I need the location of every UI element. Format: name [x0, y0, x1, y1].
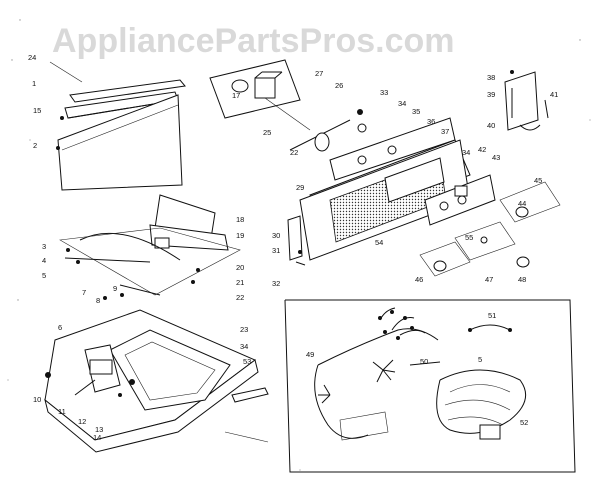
part-label: 26	[335, 81, 343, 90]
part-label: 12	[78, 417, 86, 426]
part-label: 8	[96, 296, 100, 305]
part-label: 29	[296, 183, 304, 192]
part-label: 46	[415, 275, 423, 284]
part-label: 15	[33, 106, 41, 115]
part-label: 34	[462, 148, 470, 157]
part-label: 52	[520, 418, 528, 427]
knob-groups	[419, 181, 561, 277]
part-label: 34	[240, 342, 248, 351]
part-label: 50	[420, 357, 428, 366]
part-label: 6	[58, 323, 62, 332]
part-label: 49	[306, 350, 314, 359]
part-label: 33	[380, 88, 388, 97]
part-label: 38	[487, 73, 495, 82]
part-label: 17	[232, 91, 240, 100]
watermark: AppliancePartsPros.com	[52, 22, 455, 60]
part-label: 48	[518, 275, 526, 284]
part-label: 54	[375, 238, 383, 247]
part-label: 41	[550, 90, 558, 99]
part-label: 4	[42, 256, 46, 265]
part-label: 7	[82, 288, 86, 297]
part-label: 21	[236, 278, 244, 287]
part-label: 27	[315, 69, 323, 78]
part-label: 44	[518, 199, 526, 208]
part-label: 5	[42, 271, 46, 280]
part-label: 13	[95, 425, 103, 434]
part-label: 53	[243, 357, 251, 366]
top-cover-panel	[49, 61, 186, 191]
part-label: 34	[398, 99, 406, 108]
part-label: 1	[32, 79, 36, 88]
part-label: 23	[240, 325, 248, 334]
control-block	[424, 174, 496, 226]
part-label: 47	[485, 275, 493, 284]
part-label: 3	[42, 242, 46, 251]
part-label: 22	[290, 148, 298, 157]
part-label: 25	[263, 128, 271, 137]
part-label: 11	[58, 407, 66, 416]
wiring-harness-box	[284, 299, 576, 473]
part-label: 10	[33, 395, 41, 404]
part-label: 42	[478, 145, 486, 154]
part-label: 36	[427, 117, 435, 126]
part-label: 5	[478, 355, 482, 364]
part-label: 9	[113, 284, 117, 293]
backsplash-panel	[287, 139, 471, 266]
switch-bracket	[504, 70, 549, 131]
part-label: 14	[93, 433, 101, 442]
part-label: 18	[236, 215, 244, 224]
part-label: 55	[465, 233, 473, 242]
part-label: 32	[272, 279, 280, 288]
part-label: 43	[492, 153, 500, 162]
part-label: 19	[236, 231, 244, 240]
timer-assembly	[209, 59, 311, 131]
scan-noise	[7, 19, 591, 471]
part-label: 30	[272, 231, 280, 240]
washer-top	[44, 309, 269, 453]
part-label: 20	[236, 263, 244, 272]
part-label: 35	[412, 107, 420, 116]
part-label: 51	[488, 311, 496, 320]
part-label: 37	[441, 127, 449, 136]
shaft-parts	[289, 109, 367, 152]
part-label: 45	[534, 176, 542, 185]
part-label: 22	[236, 293, 244, 302]
bracket-assembly	[59, 194, 241, 300]
part-label: 2	[33, 141, 37, 150]
part-label: 39	[487, 90, 495, 99]
part-label: 40	[487, 121, 495, 130]
part-labels: 24 1 15 2 17 27 26 33 34 35 25 22 36 37 …	[28, 53, 558, 442]
part-label: 24	[28, 53, 36, 62]
part-label: 31	[272, 246, 280, 255]
